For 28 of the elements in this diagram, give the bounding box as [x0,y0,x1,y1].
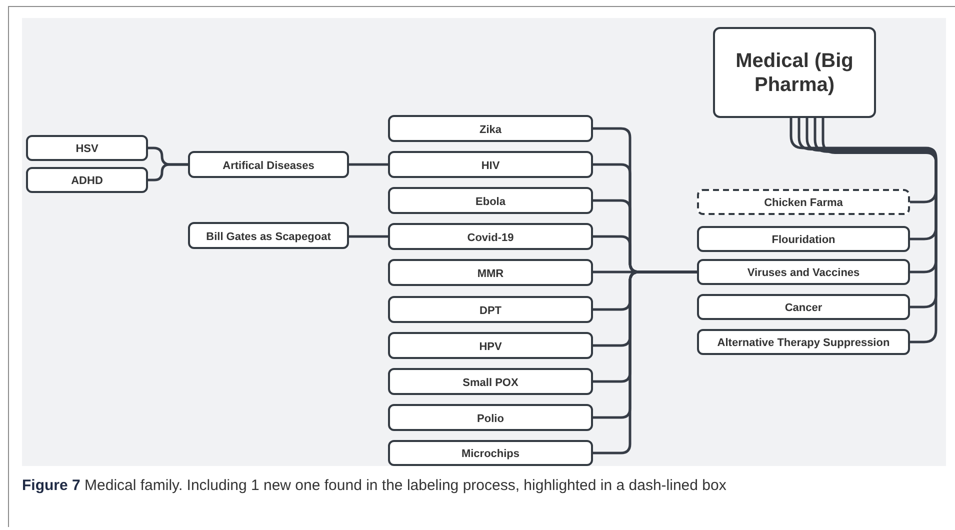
category-box: Medical (Big Pharma) [713,27,876,118]
topic-box: Bill Gates as Scapegoat [188,222,349,249]
topic-box: Ebola [388,187,593,214]
topic-box: Small POX [388,368,593,395]
connector-line [349,163,388,166]
connector-line [790,118,938,204]
topic-box: Covid-19 [388,223,593,250]
topic-box: HSV [26,135,148,161]
new-topic-box: Chicken Farma [697,189,910,215]
connector-line [806,118,938,274]
connector-line [798,118,938,240]
topic-box: Flouridation [697,226,910,252]
connector-line [822,118,938,344]
figure-caption: Figure 7 Medical family. Including 1 new one found in the labeling process, highlighted in a dash-lined box [22,476,728,496]
topic-box: Alternative Therapy Suppression [697,329,910,355]
topic-box: MMR [388,259,593,286]
connector-line [349,235,388,238]
topic-box: ADHD [26,167,148,193]
topic-box: Viruses and Vaccines [697,259,910,285]
connector-line [814,118,938,308]
topic-box: Zika [388,115,593,142]
topic-box: Polio [388,404,593,431]
topic-box: HPV [388,332,593,359]
topic-box: DPT [388,296,593,323]
topic-box: Artifical Diseases [188,151,349,178]
topic-box: HIV [388,151,593,178]
topic-box: Cancer [697,294,910,320]
topic-box: Microchips [388,440,593,466]
